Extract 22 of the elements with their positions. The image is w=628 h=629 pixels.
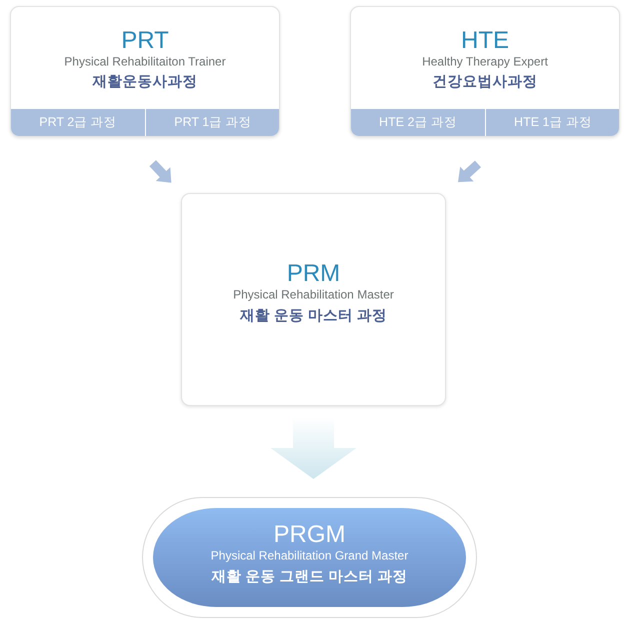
course-card <box>181 193 446 406</box>
korean-course-name: 건강요법사과정 <box>432 75 538 91</box>
course-code: PRM <box>286 260 340 288</box>
korean-course-name: 재활운동사과정 <box>92 75 198 91</box>
level-tab: PRT 1급 과정 <box>146 109 279 136</box>
arrow <box>458 160 482 182</box>
arrow <box>149 160 172 183</box>
course-code: PRGM <box>274 522 346 548</box>
course-pill <box>153 508 466 607</box>
korean-course-name: 재활 운동 그랜드 마스터 과정 <box>211 570 408 586</box>
level-tab: HTE 1급 과정 <box>486 109 619 136</box>
course-code: HTE <box>461 28 509 54</box>
course-name: Healthy Therapy Expert <box>422 55 548 69</box>
course-card <box>350 6 620 137</box>
course-name: Physical Rehabilitation Grand Master <box>210 549 408 563</box>
korean-course-name: 재활 운동 마스터 과정 <box>240 309 388 325</box>
level-tab: PRT 2급 과정 <box>11 109 145 136</box>
course-name: Physical Rehabilitaiton Trainer <box>64 55 226 69</box>
course-name: Physical Rehabilitation Master <box>233 288 394 302</box>
course-card <box>10 6 280 137</box>
level-tab: HTE 2급 과정 <box>351 109 485 136</box>
course-code: PRT <box>121 28 169 54</box>
